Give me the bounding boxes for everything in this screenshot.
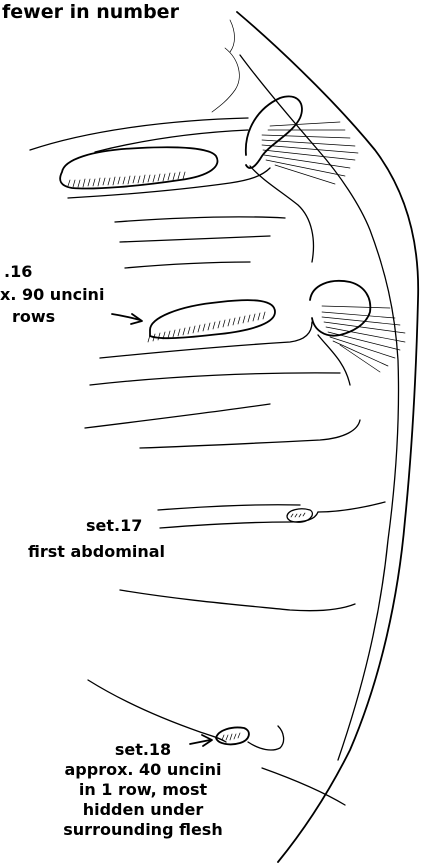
- segment-line-6: [125, 262, 250, 268]
- body-outline-right: [237, 12, 418, 862]
- segment-line-5: [120, 236, 270, 242]
- lower-contour-4: [262, 768, 345, 805]
- segment-line-4: [115, 217, 285, 222]
- uncini-row-18: [222, 733, 240, 740]
- uncini-row-17: [291, 513, 305, 517]
- segment-line-17c: [318, 502, 385, 512]
- label-set16-line3: rows: [12, 307, 55, 327]
- uncinal-torus-upper: [60, 147, 217, 188]
- chaetae-upper: [262, 122, 358, 184]
- label-set18-line4: hidden under: [28, 800, 258, 820]
- segment-line-1: [30, 118, 248, 150]
- label-set16-line1: .16: [4, 262, 32, 282]
- lower-contour-2: [88, 680, 226, 742]
- segment-line-9: [85, 404, 270, 428]
- label-set18-line1: set.18: [28, 740, 258, 760]
- uncini-row-upper: [68, 172, 185, 187]
- segment-line-8: [90, 373, 340, 385]
- segment-line-17b: [160, 512, 318, 528]
- label-set18-block: set.18 approx. 40 uncini in 1 row, most …: [28, 740, 258, 840]
- uncinal-torus-16: [150, 300, 275, 338]
- body-fold-top: [212, 48, 239, 112]
- segment-line-10: [140, 420, 360, 448]
- label-fewer-in-number: fewer in number: [2, 2, 179, 22]
- label-set17-line1: set.17: [86, 516, 142, 536]
- label-set18-line2: approx. 40 uncini: [28, 760, 258, 780]
- body-edge-middle: [318, 335, 350, 385]
- body-outline-inner: [240, 55, 399, 760]
- lower-contour-1: [120, 590, 355, 611]
- segment-line-17a: [158, 505, 300, 510]
- label-set18-line5: surrounding flesh: [28, 820, 258, 840]
- segment-line-7: [100, 322, 312, 358]
- body-edge-upper: [250, 166, 313, 262]
- label-set18-line3: in 1 row, most: [28, 780, 258, 800]
- notopodium-16: [310, 281, 370, 336]
- body-fold-top2: [230, 20, 235, 52]
- segment-line-3: [68, 168, 270, 198]
- label-set17-line2: first abdominal: [28, 542, 165, 562]
- notopodium-upper: [246, 96, 302, 168]
- label-set16-line2: x. 90 uncini: [0, 285, 104, 305]
